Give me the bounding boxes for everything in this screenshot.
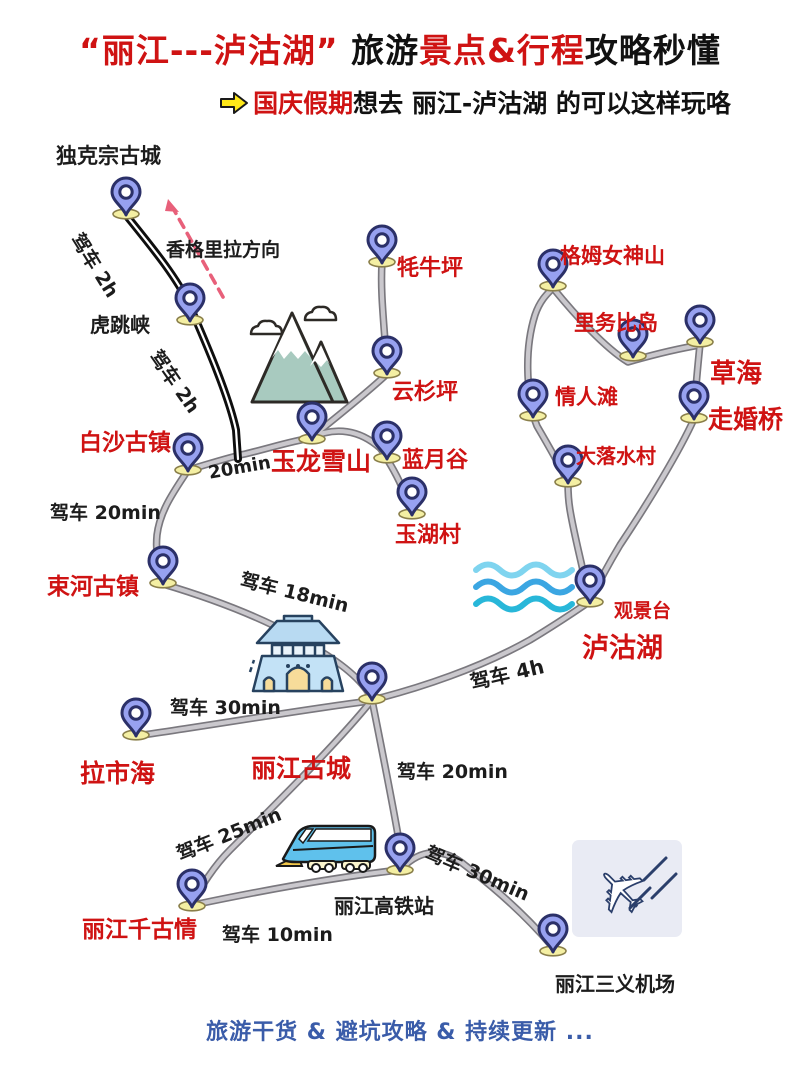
label-yulong: 玉龙雪山 [271, 447, 372, 476]
label-gucheng: 丽江古城 [251, 754, 352, 783]
label-zouhunqiao: 走婚桥 [708, 405, 784, 434]
page-subtitle: 国庆假期想去 丽江-泸沽湖 的可以这样玩咯 [0, 84, 800, 121]
label-lashihai: 拉市海 [80, 759, 156, 788]
pin-gucheng [356, 661, 388, 706]
pin-qingrentan [517, 378, 549, 423]
pin-shuhe [147, 545, 179, 590]
label-dukezong: 独克宗古城 [56, 144, 161, 168]
pin-zouhunqiao [678, 380, 710, 425]
pin-lashihai [120, 697, 152, 742]
dashed-direction-arrow-icon [165, 199, 225, 299]
label-drive-30min-lashihai: 驾车 30min [170, 697, 281, 719]
label-drive-20min: 驾车 20min [50, 502, 161, 524]
label-hutiaoxia: 虎跳峡 [90, 313, 150, 337]
bullet-train-icon [275, 824, 377, 873]
page-title: “丽江---泸沽湖” 旅游景点&行程攻略秒懂 [0, 24, 800, 72]
label-gaotie: 丽江高铁站 [334, 894, 434, 918]
yellow-right-arrow-icon [219, 91, 249, 121]
pin-yulong [296, 401, 328, 446]
label-qianguqing: 丽江千古情 [82, 917, 197, 943]
label-xianggelila-direction: 香格里拉方向 [166, 239, 281, 261]
pin-maoniuping [366, 224, 398, 269]
pin-airport [537, 913, 569, 958]
label-drive-20min-station: 驾车 20min [397, 761, 508, 783]
title-black-part: 旅游 [338, 31, 420, 70]
airplane-icon: ✈ [572, 840, 682, 937]
city-gate-tower-icon [248, 614, 345, 693]
pin-qianguqing [176, 868, 208, 913]
label-drive-10min: 驾车 10min [222, 924, 333, 946]
pin-guanjingtai [574, 564, 606, 609]
label-baisha: 白沙古镇 [79, 430, 171, 456]
subtitle-black-part: 想去 丽江-泸沽湖 的可以这样玩咯 [353, 89, 731, 118]
pin-lanyuegu [371, 420, 403, 465]
footer-text: 旅游干货 & 避坑攻略 & 持续更新 ... [206, 1020, 594, 1045]
label-qingrentan: 情人滩 [555, 385, 618, 409]
label-maoniuping: 牦牛坪 [397, 256, 464, 281]
pin-baisha [172, 432, 204, 477]
label-yuhucun: 玉湖村 [395, 523, 462, 548]
pin-yuhucun [396, 476, 428, 521]
title-black-part2: 攻略秒懂 [584, 31, 721, 70]
label-lugu: 泸沽湖 [582, 633, 663, 664]
label-caohai: 草海 [710, 359, 763, 389]
lake-waves-icon [473, 561, 575, 613]
subtitle-red-part: 国庆假期 [253, 89, 354, 118]
label-daluoshui: 大落水村 [576, 444, 656, 468]
pin-dukezong [110, 176, 142, 221]
label-liwubi: 里务比岛 [574, 311, 658, 335]
title-red-part2: 景点&行程 [419, 31, 585, 70]
pin-gaotie [384, 832, 416, 877]
pin-yunshanping [371, 335, 403, 380]
label-guanjingtai: 观景台 [614, 600, 672, 622]
label-yunshanping: 云杉坪 [392, 380, 459, 405]
label-airport: 丽江三义机场 [555, 972, 675, 996]
pin-hutiaoxia [174, 282, 206, 327]
snow-mountain-icon [249, 305, 349, 404]
label-gemu: 格姆女神山 [560, 244, 665, 268]
label-shuhe: 束河古镇 [47, 574, 139, 600]
label-lanyuegu: 蓝月谷 [402, 448, 469, 473]
title-red-part: “丽江---泸沽湖” [79, 31, 339, 70]
pin-caohai [684, 304, 716, 349]
